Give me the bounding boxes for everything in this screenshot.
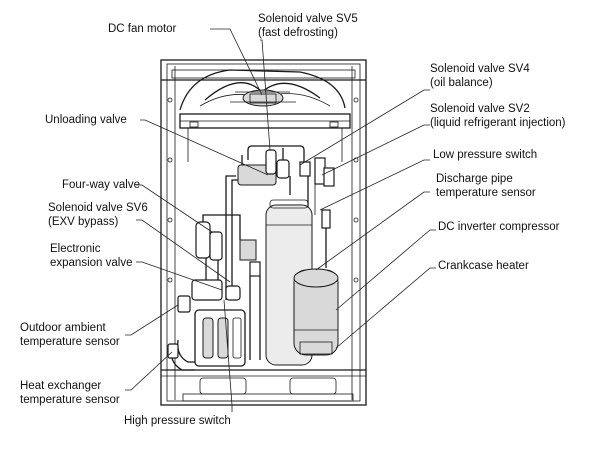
solenoid-valve-sv2-label: Solenoid valve SV2(liquid refrigerant in… xyxy=(430,103,566,129)
fan-assembly xyxy=(179,69,346,111)
lower-assembly xyxy=(167,295,354,402)
four-way-valve-label: Four-way valve xyxy=(62,179,140,191)
left-components xyxy=(191,214,261,360)
leader-lines xyxy=(125,28,436,412)
cross-brace xyxy=(179,113,351,162)
dc-fan-motor-label: DC fan motor xyxy=(108,23,177,35)
low-pressure-switch-label: Low pressure switch xyxy=(433,149,538,161)
cabinet-frame xyxy=(160,59,367,406)
dc-inverter-compressor-label: DC inverter compressor xyxy=(438,221,560,233)
upper-piping xyxy=(225,145,335,300)
crankcase-heater-label: Crankcase heater xyxy=(438,260,529,272)
unloading-valve-label: Unloading valve xyxy=(45,114,127,126)
solenoid-valve-sv6-label: Solenoid valve SV6(EXV bypass) xyxy=(48,202,148,228)
solenoid-valve-sv4-label: Solenoid valve SV4(oil balance) xyxy=(430,63,530,89)
compressor xyxy=(293,209,339,356)
high-pressure-switch-label: High pressure switch xyxy=(124,415,231,427)
solenoid-valve-sv5-label: Solenoid valve SV5(fast defrosting) xyxy=(258,13,358,39)
